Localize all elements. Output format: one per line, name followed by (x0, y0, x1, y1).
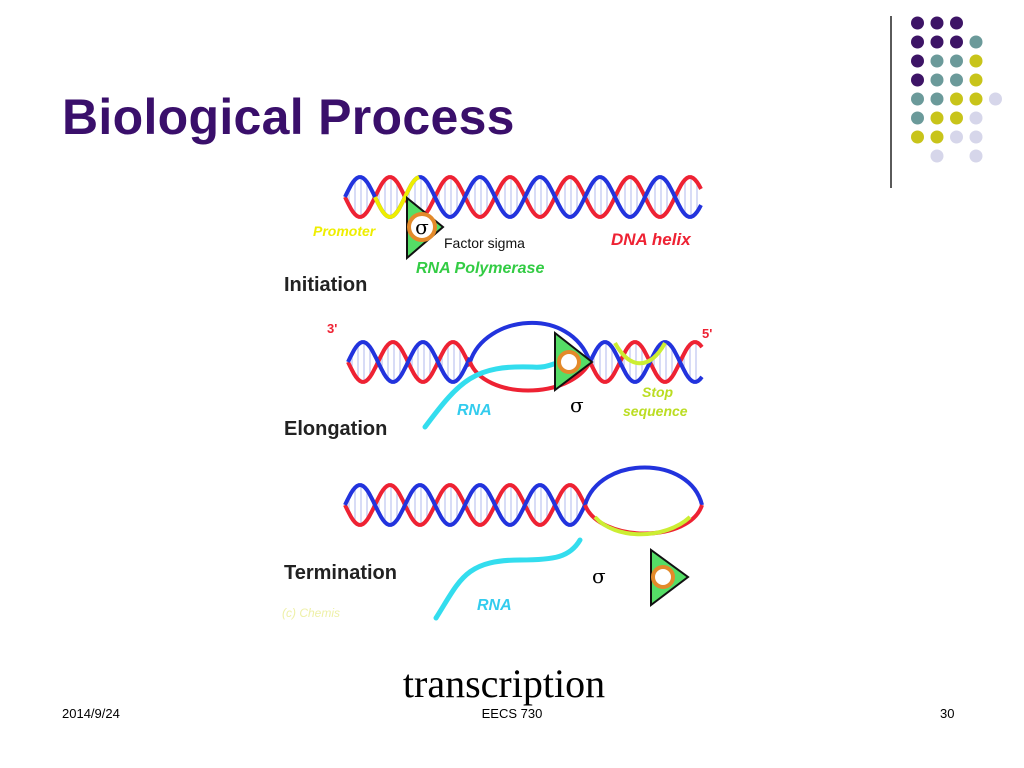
decorative-dot (969, 111, 983, 125)
slide-caption: transcription (402, 661, 606, 706)
decorative-dot (969, 149, 983, 163)
transcription-diagram: σ Promoter Factor sigma DNA helix RNA Po… (282, 175, 712, 621)
decorative-dot (950, 73, 963, 87)
stop-sequence-region (613, 342, 667, 366)
decorative-dot (950, 92, 963, 106)
copyright-credit: (c) Chemis (282, 606, 340, 620)
rna-label: RNA (457, 402, 492, 419)
active-site-icon (557, 350, 581, 374)
decorative-dot (930, 130, 944, 144)
three-prime-label: 3' (327, 321, 337, 336)
slide-title: Biological Process (62, 89, 515, 145)
decorative-dot (950, 111, 963, 125)
decorative-dot (911, 92, 924, 106)
stop-label-line1: Stop (642, 384, 674, 400)
elongation-label: Elongation (284, 418, 387, 440)
termination-stop-region (593, 515, 692, 537)
decorative-dot (911, 73, 924, 87)
rna-strand-elongation (422, 360, 560, 430)
rna-polymerase-label: RNA Polymerase (416, 260, 544, 277)
stop-label-line2: sequence (623, 403, 688, 419)
footer-page-number: 30 (940, 706, 955, 721)
termination-label: Termination (284, 562, 397, 584)
decorative-dot-grid (911, 16, 1002, 163)
decorative-dot (930, 149, 944, 163)
promoter-region (373, 175, 420, 219)
decorative-dot (911, 35, 924, 49)
decorative-dot (911, 130, 924, 144)
factor-sigma-label: Factor sigma (444, 235, 525, 251)
rna-strand-termination (433, 537, 583, 621)
decorative-dot (969, 73, 983, 87)
decorative-dot (950, 16, 963, 30)
bubble-top-strand (468, 321, 592, 363)
dna-helix-elongation-left-blue-strand (346, 340, 472, 384)
five-prime-label: 5' (702, 326, 712, 341)
footer-course: EECS 730 (481, 706, 543, 721)
decorative-dot (911, 16, 924, 30)
rna-label: RNA (477, 597, 512, 614)
decorative-dot (930, 16, 944, 30)
sigma-symbol-termination: σ (592, 564, 606, 588)
decorative-dot (969, 35, 983, 49)
decorative-dot (930, 92, 944, 106)
released-site-icon (651, 565, 675, 589)
decorative-dot (969, 130, 983, 144)
decorative-dot (950, 130, 963, 144)
initiation-label: Initiation (284, 274, 367, 296)
sigma-factor-icon (407, 212, 437, 242)
decorative-dot (930, 35, 944, 49)
sigma-symbol-released: σ (570, 393, 584, 417)
dna-helix-elongation-right-blue-strand (588, 340, 704, 384)
decorative-dot (911, 54, 924, 68)
decorative-dot (989, 92, 1002, 106)
dna-helix-elongation-right-red-strand (588, 340, 704, 384)
footer-date: 2014/9/24 (62, 706, 120, 721)
termination-bubble-top (583, 465, 704, 506)
decorative-dot (930, 111, 944, 125)
promoter-label: Promoter (313, 223, 377, 239)
sigma-symbol: σ (415, 215, 429, 239)
decorative-dot (950, 35, 963, 49)
decorative-dot (930, 73, 944, 87)
decorative-dot (911, 111, 924, 125)
dna-helix-label: DNA helix (611, 230, 692, 249)
dna-helix-termination-left-blue-strand (343, 483, 587, 527)
decorative-divider (890, 16, 892, 188)
decorative-dot (969, 92, 983, 106)
decorative-dot (950, 54, 963, 68)
decorative-dot (930, 54, 944, 68)
decorative-dot (969, 54, 983, 68)
